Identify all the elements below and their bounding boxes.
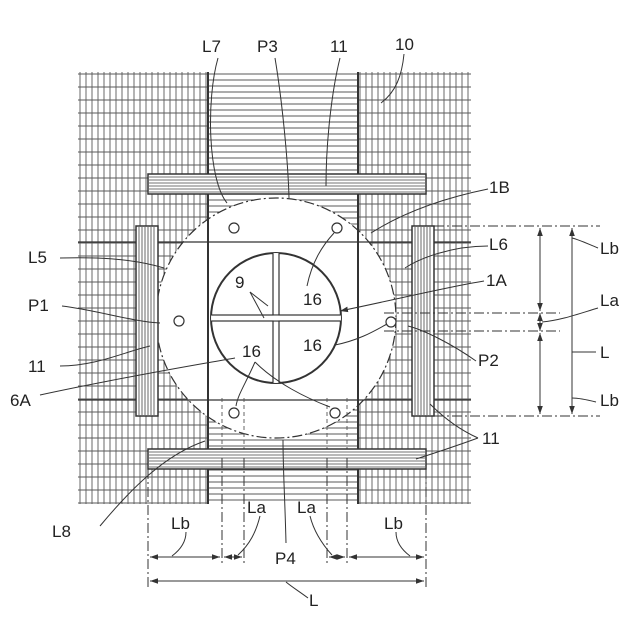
label-La-right: La [600, 291, 619, 310]
label-P1: P1 [28, 296, 49, 315]
leader-L-b [286, 582, 308, 598]
label-11-top: 11 [330, 37, 348, 56]
label-L-bottom: L [309, 591, 318, 610]
label-10: 10 [395, 35, 414, 54]
label-11-left: 11 [28, 357, 46, 376]
label-11-right: 11 [482, 429, 500, 448]
leader-Lb-r1 [572, 238, 598, 248]
label-16-c: 16 [242, 342, 261, 361]
hole-bottom-left [229, 408, 239, 418]
label-L8: L8 [52, 522, 71, 541]
leader-Lb-r2 [572, 398, 596, 402]
leader-10 [381, 54, 404, 103]
leader-11-right1 [430, 404, 478, 438]
leader-La-b1 [238, 516, 260, 555]
label-Lb-bottom-right: Lb [384, 514, 403, 533]
label-1B: 1B [489, 178, 510, 197]
label-La-bottom-right: La [297, 498, 316, 517]
hole-P1 [174, 316, 184, 326]
cross-bar-center [274, 316, 279, 321]
hole-P2 [386, 317, 396, 327]
label-6A: 6A [10, 391, 31, 410]
label-P4: P4 [275, 549, 296, 568]
label-L7: L7 [202, 37, 221, 56]
label-Lb-right-bottom: Lb [600, 391, 619, 410]
leader-La-b2 [310, 516, 332, 555]
label-L5: L5 [28, 248, 47, 267]
label-La-bottom-left: La [247, 498, 266, 517]
label-16-b: 16 [303, 336, 322, 355]
label-Lb-bottom-left: Lb [171, 514, 190, 533]
bar-bottom [148, 449, 426, 469]
label-Lb-right-top: Lb [600, 239, 619, 258]
leader-La-r [542, 308, 598, 322]
label-16-a: 16 [303, 290, 322, 309]
hole-top-right [332, 223, 342, 233]
leader-Lb-b2 [396, 532, 410, 556]
label-1A: 1A [486, 271, 507, 290]
leader-Lb-b1 [172, 532, 186, 556]
bar-left [136, 226, 158, 416]
label-P3: P3 [257, 37, 278, 56]
label-P2: P2 [478, 351, 499, 370]
hole-bottom-right [330, 408, 340, 418]
bar-top [148, 174, 426, 194]
label-L-right: L [600, 343, 609, 362]
label-9: 9 [235, 273, 244, 292]
hole-top-left [229, 223, 239, 233]
bar-right [412, 226, 434, 416]
label-L6: L6 [489, 235, 508, 254]
